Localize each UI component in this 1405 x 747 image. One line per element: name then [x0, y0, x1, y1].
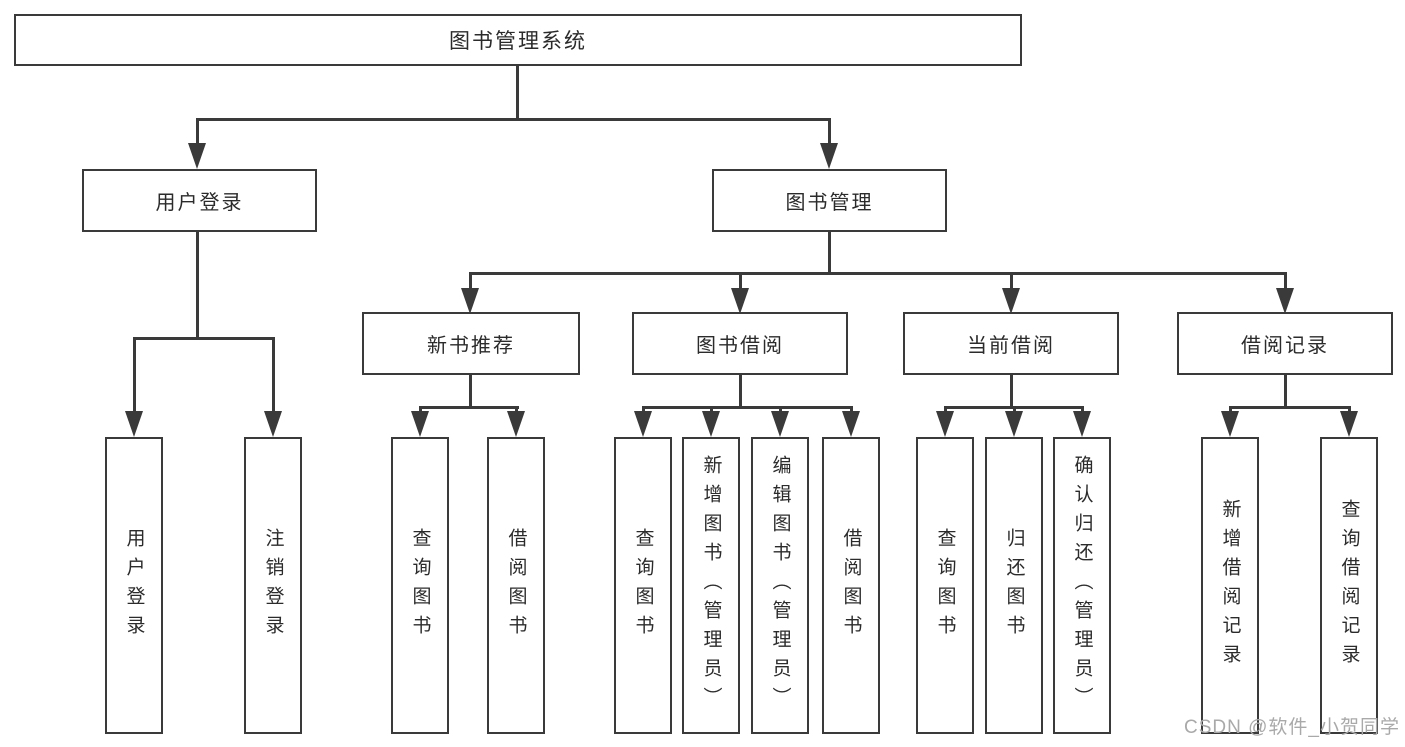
node-label: 图书管理: [785, 192, 874, 214]
arrowhead-down-icon: [820, 143, 838, 169]
node-label: 借阅记录: [1241, 335, 1329, 357]
node-label: 当前借阅: [967, 335, 1055, 357]
node-label: 归还图书: [1003, 527, 1025, 644]
arrowhead-down-icon: [507, 411, 525, 437]
node-label: 新书推荐: [427, 335, 515, 357]
node-label: 确认归还（管理员）: [1071, 455, 1093, 716]
arrowhead-down-icon: [1073, 411, 1091, 437]
node-label: 编辑图书（管理员）: [769, 455, 791, 716]
arrowhead-down-icon: [771, 411, 789, 437]
node-add-book-admin: 新增图书（管理员）: [682, 437, 740, 734]
node-user-login-leaf: 用户登录: [105, 437, 163, 734]
connector-line: [828, 118, 831, 150]
node-label: 新增图书（管理员）: [700, 455, 722, 716]
arrowhead-down-icon: [188, 143, 206, 169]
connector-line: [469, 272, 472, 296]
connector-line: [1010, 272, 1013, 296]
connector-line: [196, 118, 831, 121]
arrowhead-down-icon: [702, 411, 720, 437]
node-confirm-return-admin: 确认归还（管理员）: [1053, 437, 1111, 734]
node-query-books-3: 查询图书: [916, 437, 974, 734]
node-label: 借阅图书: [505, 527, 527, 644]
node-label: 借阅图书: [840, 527, 862, 644]
node-label: 查询借阅记录: [1338, 498, 1360, 673]
connector-line: [272, 337, 275, 417]
arrowhead-down-icon: [264, 411, 282, 437]
connector-line: [133, 337, 275, 340]
arrowhead-down-icon: [936, 411, 954, 437]
node-user-login: 用户登录: [82, 169, 317, 232]
node-book-borrow: 图书借阅: [632, 312, 848, 375]
node-label: 查询图书: [632, 527, 654, 644]
arrowhead-down-icon: [731, 288, 749, 314]
arrowhead-down-icon: [842, 411, 860, 437]
connector-line: [469, 375, 472, 409]
node-borrow-books-2: 借阅图书: [822, 437, 880, 734]
node-return-book: 归还图书: [985, 437, 1043, 734]
connector-line: [419, 406, 519, 409]
arrowhead-down-icon: [634, 411, 652, 437]
node-label: 新增借阅记录: [1219, 498, 1241, 673]
node-label: 用户登录: [123, 527, 145, 644]
arrowhead-down-icon: [461, 288, 479, 314]
arrowhead-down-icon: [1340, 411, 1358, 437]
node-label: 查询图书: [934, 527, 956, 644]
node-logout: 注销登录: [244, 437, 302, 734]
connector-line: [516, 66, 519, 121]
node-new-book-recommend: 新书推荐: [362, 312, 580, 375]
arrowhead-down-icon: [1005, 411, 1023, 437]
connector-line: [739, 375, 742, 409]
arrowhead-down-icon: [1002, 288, 1020, 314]
node-current-borrow: 当前借阅: [903, 312, 1119, 375]
connector-line: [1284, 272, 1287, 296]
arrowhead-down-icon: [1221, 411, 1239, 437]
node-borrow-books-1: 借阅图书: [487, 437, 545, 734]
connector-line: [196, 118, 199, 150]
connector-line: [739, 272, 742, 296]
arrowhead-down-icon: [1276, 288, 1294, 314]
csdn-watermark: CSDN @软件_小贺同学: [1184, 717, 1400, 738]
node-query-borrow-record: 查询借阅记录: [1320, 437, 1378, 734]
connector-line: [1229, 406, 1350, 409]
arrowhead-down-icon: [125, 411, 143, 437]
connector-line: [133, 337, 136, 417]
node-label: 用户登录: [155, 192, 244, 214]
node-add-borrow-record: 新增借阅记录: [1201, 437, 1259, 734]
connector-line: [828, 232, 831, 275]
node-label: 查询图书: [409, 527, 431, 644]
connector-line: [1010, 375, 1013, 409]
node-query-books-2: 查询图书: [614, 437, 672, 734]
connector-line: [469, 272, 1287, 275]
node-query-books-1: 查询图书: [391, 437, 449, 734]
node-library-management-system: 图书管理系统: [14, 14, 1022, 66]
node-label: 图书管理系统: [449, 30, 587, 53]
node-label: 图书借阅: [696, 335, 784, 357]
node-book-management: 图书管理: [712, 169, 947, 232]
node-borrow-records: 借阅记录: [1177, 312, 1393, 375]
connector-line: [642, 406, 853, 409]
connector-line: [1284, 375, 1287, 409]
connector-line: [196, 232, 199, 340]
node-edit-book-admin: 编辑图书（管理员）: [751, 437, 809, 734]
node-label: 注销登录: [262, 527, 284, 644]
arrowhead-down-icon: [411, 411, 429, 437]
